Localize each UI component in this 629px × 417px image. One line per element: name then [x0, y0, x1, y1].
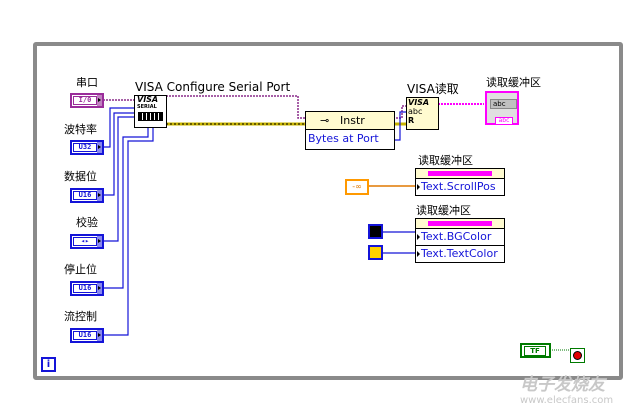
- terminal-arrow-icon: [97, 95, 102, 106]
- terminal-arrow-icon: [97, 330, 102, 341]
- terminal-arrow-icon: [97, 236, 102, 247]
- property-node-scrollpos[interactable]: Text.ScrollPos: [415, 168, 505, 196]
- type-tag: U16: [73, 331, 97, 340]
- property-node-colors[interactable]: Text.BGColor Text.TextColor: [415, 218, 505, 263]
- serial-icon-text: SERIAL: [137, 104, 157, 110]
- configure-node-title: VISA Configure Serial Port: [135, 80, 291, 94]
- text-color-constant[interactable]: [368, 245, 383, 260]
- indicator-label: 读取缓冲区: [486, 76, 541, 89]
- abc-icon-text: abc: [408, 107, 423, 116]
- type-tag: U32: [73, 143, 97, 152]
- control-label: 串口: [76, 76, 98, 89]
- read-node-title: VISA读取: [407, 82, 459, 96]
- bg-color-constant[interactable]: [368, 224, 383, 239]
- bgcolor-property[interactable]: Text.BGColor: [416, 229, 504, 246]
- read-r-icon: R: [408, 116, 415, 125]
- property-node-instr[interactable]: ⊸ Instr Bytes at Port: [305, 111, 395, 150]
- control-label: 停止位: [64, 263, 97, 276]
- textcolor-property[interactable]: Text.TextColor: [416, 246, 504, 262]
- terminal-arrow-icon: [97, 283, 102, 294]
- indicator-value: abc: [490, 99, 517, 109]
- type-tag: ◂▸: [73, 237, 97, 246]
- color-node-label: 读取缓冲区: [416, 204, 471, 217]
- visa-configure-serial-port-node[interactable]: VISA SERIAL: [134, 95, 167, 128]
- bytes-at-port-property[interactable]: Bytes at Port: [308, 132, 379, 145]
- neg-infinity-constant[interactable]: -∞: [345, 179, 369, 195]
- instr-class: Instr: [340, 114, 365, 127]
- control-label: 波特率: [64, 123, 97, 136]
- info-icon[interactable]: i: [41, 357, 56, 372]
- tf-boolean-constant[interactable]: TF: [520, 343, 551, 358]
- tf-label: TF: [524, 346, 546, 356]
- serial-port-icon: [138, 112, 163, 121]
- control-label: 校验: [76, 216, 98, 229]
- type-tag: U16: [73, 191, 97, 200]
- terminal-arrow-icon: [97, 190, 102, 201]
- scrollpos-property[interactable]: Text.ScrollPos: [416, 179, 504, 195]
- scroll-node-label: 读取缓冲区: [418, 154, 473, 167]
- watermark-url: www.elecfans.com: [520, 395, 614, 406]
- read-buffer-indicator[interactable]: abc abc: [485, 91, 519, 125]
- visa-icon-text: VISA: [408, 98, 430, 107]
- type-tag: abc: [495, 117, 513, 125]
- block-diagram-frame: [33, 42, 623, 380]
- control-label: 数据位: [64, 170, 97, 183]
- visa-icon-text: VISA: [137, 95, 159, 104]
- terminal-arrow-icon: [97, 142, 102, 153]
- watermark-text: 电子发烧友: [520, 375, 605, 395]
- type-tag: U16: [73, 284, 97, 293]
- watermark: 电子发烧友 www.elecfans.com: [520, 370, 613, 406]
- visa-read-node[interactable]: VISA abc R: [406, 97, 439, 130]
- stop-terminal[interactable]: [570, 348, 585, 363]
- type-tag: I/0: [73, 96, 97, 105]
- stop-icon: [573, 351, 582, 360]
- control-label: 流控制: [64, 310, 97, 323]
- key-icon: ⊸: [320, 114, 330, 127]
